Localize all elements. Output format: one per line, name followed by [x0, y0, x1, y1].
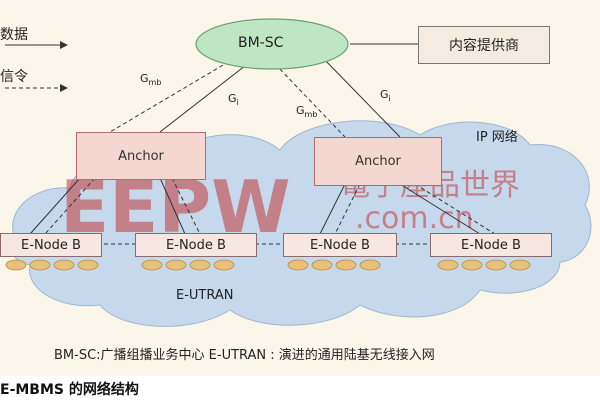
antenna-row: [5, 259, 531, 271]
content-provider-box: 内容提供商: [418, 26, 550, 64]
enode-b-3: E-Node B: [283, 233, 397, 257]
anchor-left-label: Anchor: [118, 148, 164, 164]
bmsc-ellipse: [195, 18, 349, 70]
legend-data-label: 数据: [0, 27, 28, 43]
footnote: BM-SC:广播组播业务中心 E-UTRAN : 演进的通用陆基无线接入网: [54, 348, 435, 363]
enode-b-2-label: E-Node B: [166, 237, 226, 253]
interface-gmb-right: Gmb: [296, 104, 318, 119]
anchor-right-label: Anchor: [355, 154, 401, 169]
anchor-right: Anchor: [314, 137, 442, 186]
content-provider-label: 内容提供商: [449, 38, 519, 54]
arrow-heads: [60, 41, 68, 92]
figure-caption: E-MBMS 的网络结构: [0, 376, 600, 400]
eutran-label: E-UTRAN: [176, 288, 234, 303]
enode-b-1: E-Node B: [0, 233, 102, 257]
enode-b-1-label: E-Node B: [21, 237, 81, 253]
enode-b-4: E-Node B: [430, 233, 552, 257]
ip-network-label: IP 网络: [476, 130, 518, 145]
enode-b-2: E-Node B: [135, 233, 257, 257]
interface-gi-left: Gi: [228, 92, 239, 107]
bmsc-label: BM-SC: [238, 35, 284, 51]
interface-gi-right: Gi: [380, 88, 391, 103]
anchor-left: Anchor: [76, 132, 206, 180]
watermark-com: .com.cn: [355, 201, 474, 236]
enode-b-3-label: E-Node B: [310, 237, 370, 253]
enode-b-4-label: E-Node B: [461, 237, 521, 253]
connectors: [5, 43, 496, 245]
legend-signal-label: 信令: [0, 69, 28, 85]
interface-gmb-left: Gmb: [140, 72, 162, 87]
figure-caption-text: E-MBMS 的网络结构: [0, 382, 139, 398]
